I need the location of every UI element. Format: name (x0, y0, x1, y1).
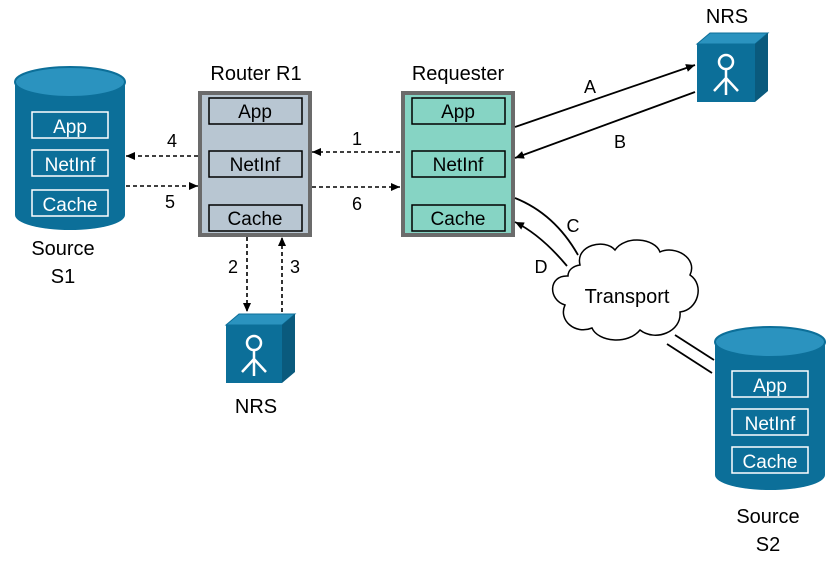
transport: Transport (551, 239, 699, 341)
nrs-bottom-label: NRS (235, 396, 277, 418)
source-s2-cache-label: Cache (743, 452, 798, 473)
requester-netinf-label: NetInf (433, 155, 484, 176)
source-s2: App NetInf Cache Source S2 (714, 326, 826, 556)
step-2-label: 2 (228, 257, 238, 277)
source-s1-cylinder-top (14, 66, 126, 98)
router-cache-label: Cache (228, 209, 283, 230)
source-s2-app-label: App (753, 376, 787, 397)
arrow-c (514, 197, 579, 256)
router-r1: Router R1 App NetInf Cache (198, 63, 312, 237)
step-labels: 1 4 5 6 2 3 A B C D (165, 77, 626, 277)
source-s2-netinf-label: NetInf (745, 414, 796, 435)
transport-label: Transport (585, 286, 670, 308)
source-s2-cylinder (715, 342, 825, 490)
source-s1: App NetInf Cache Source S1 (14, 66, 126, 288)
source-s2-netinf-layer (731, 408, 809, 436)
transport-to-s2-line-1 (674, 334, 715, 361)
source-s1-cache-label: Cache (43, 195, 98, 216)
source-s2-title: Source (736, 506, 799, 528)
requester-netinf-layer (411, 150, 506, 178)
nrs-server-icon (695, 32, 770, 102)
cloud-icon (551, 239, 699, 341)
source-s1-cylinder (15, 82, 125, 230)
arrow-a (514, 64, 696, 128)
router-cache-layer (208, 204, 303, 232)
nrs-top-label: NRS (706, 6, 748, 28)
router-netinf-label: NetInf (230, 155, 281, 176)
requester-cache-layer (411, 204, 506, 232)
source-s1-app-label: App (53, 117, 87, 138)
source-s1-cache-layer (31, 189, 109, 217)
requester-app-layer (411, 97, 506, 125)
step-4-label: 4 (167, 131, 177, 151)
source-s2-id: S2 (756, 534, 780, 556)
requester: Requester App NetInf Cache (401, 63, 515, 237)
step-6-label: 6 (352, 194, 362, 214)
nrs-bottom: NRS (224, 313, 297, 418)
requester-title: Requester (412, 63, 505, 85)
requester-app-label: App (441, 102, 475, 123)
source-s1-app-layer (31, 111, 109, 139)
source-s1-title: Source (31, 238, 94, 260)
step-d-label: D (535, 257, 548, 277)
source-s2-app-layer (731, 370, 809, 398)
nrs-top: NRS (695, 6, 770, 102)
router-title: Router R1 (210, 63, 301, 85)
step-c-label: C (567, 216, 580, 236)
source-s1-id: S1 (51, 266, 75, 288)
step-b-label: B (614, 132, 626, 152)
source-s2-cylinder-top (714, 326, 826, 358)
step-a-label: A (584, 77, 596, 97)
arrow-b (514, 91, 696, 159)
router-app-label: App (238, 102, 272, 123)
dashed-arrows (126, 148, 400, 312)
step-5-label: 5 (165, 192, 175, 212)
source-s1-netinf-layer (31, 149, 109, 177)
transport-to-s2-line-2 (666, 343, 713, 374)
solid-arrows (514, 64, 715, 374)
source-s1-netinf-label: NetInf (45, 155, 96, 176)
router-netinf-layer (208, 150, 303, 178)
step-1-label: 1 (352, 129, 362, 149)
arrow-d (514, 221, 568, 267)
nrs-server-icon (224, 313, 297, 383)
requester-cache-label: Cache (431, 209, 486, 230)
router-app-layer (208, 97, 303, 125)
source-s2-cache-layer (731, 446, 809, 474)
step-3-label: 3 (290, 257, 300, 277)
